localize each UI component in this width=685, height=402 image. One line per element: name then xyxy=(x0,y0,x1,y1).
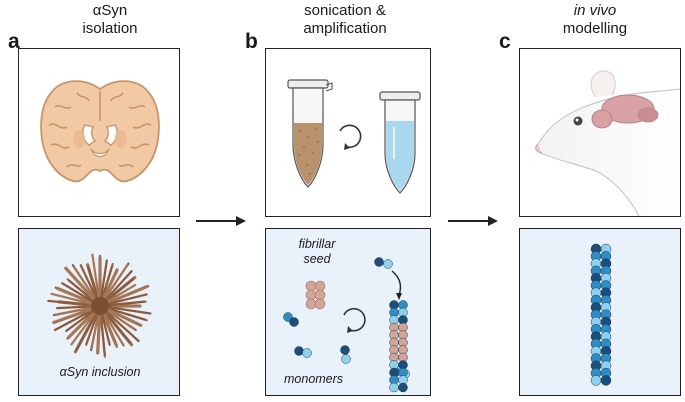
panel-letter-a: a xyxy=(8,30,20,53)
panel-letter-c: c xyxy=(499,30,511,53)
amplification-scene xyxy=(283,257,410,393)
cycle-icon xyxy=(339,124,362,150)
arrow-b-to-c xyxy=(448,216,498,226)
seed-label-line2: seed xyxy=(303,252,331,266)
title-b-line2: amplification xyxy=(303,20,387,37)
inclusion-label: αSyn inclusion xyxy=(59,365,141,379)
growing-fibril xyxy=(389,300,408,393)
title-b-line1: sonication & xyxy=(304,2,386,19)
seed-label-line1: fibrillar xyxy=(298,237,336,251)
title-b: sonication & amplification xyxy=(280,2,410,38)
title-a: αSyn isolation xyxy=(55,2,165,38)
title-c: in vivo modelling xyxy=(540,2,650,38)
box-c-rat xyxy=(519,48,681,217)
box-a-brain xyxy=(18,48,180,217)
arrow-a-to-b xyxy=(196,216,246,226)
brain-section-icon xyxy=(40,80,160,183)
title-a-line1: αSyn xyxy=(92,2,128,19)
title-c-line1: in vivo xyxy=(573,2,617,19)
seed-cluster xyxy=(305,280,326,310)
box-b-amplification: fibrillar seed monomers xyxy=(265,228,431,396)
box-c-fibril xyxy=(519,228,681,396)
panel-letter-b: b xyxy=(245,30,258,53)
aggregate-icon xyxy=(47,253,152,358)
test-tube-icon xyxy=(287,79,421,194)
title-c-line2: modelling xyxy=(562,20,628,37)
title-a-line2: isolation xyxy=(82,20,138,37)
box-b-tubes xyxy=(265,48,431,217)
monomers xyxy=(283,257,410,379)
cycle-icon xyxy=(343,307,366,333)
monomers-label: monomers xyxy=(284,372,344,386)
fibril-icon xyxy=(590,243,612,386)
box-a-inclusion: αSyn inclusion xyxy=(18,228,180,396)
rat-head-icon xyxy=(535,70,680,216)
seed-label: fibrillar seed xyxy=(282,237,352,267)
